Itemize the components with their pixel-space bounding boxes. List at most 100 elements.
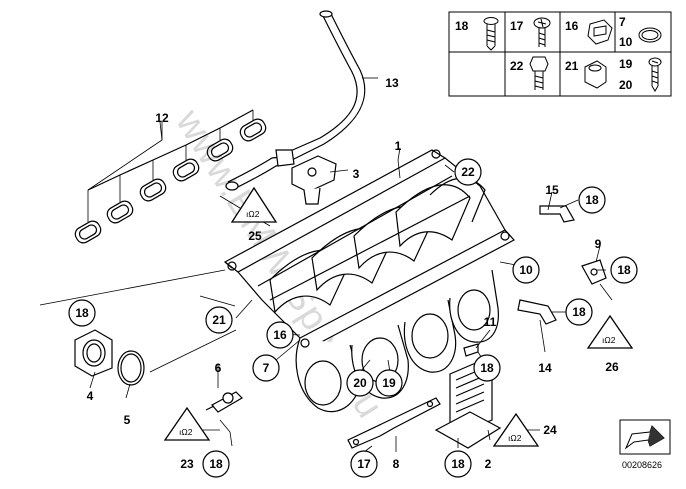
legend-label: 7 <box>619 15 626 29</box>
sensor-icon <box>291 155 337 205</box>
legend-label: 20 <box>619 78 633 92</box>
screw-icon <box>483 17 499 51</box>
callout-circle <box>202 450 230 478</box>
o-ring-icon <box>638 27 662 43</box>
callout-16: 16 <box>266 321 294 349</box>
legend-label: 21 <box>565 59 579 73</box>
callout-10: 10 <box>512 256 540 284</box>
callout-12: 12 <box>155 111 169 125</box>
callout-label: 18 <box>572 305 586 319</box>
legend-label: 22 <box>510 59 524 73</box>
callout-23: 23 <box>180 457 194 471</box>
diagram-id: 00208626 <box>622 460 662 470</box>
callout-15: 15 <box>545 183 559 197</box>
bracket <box>517 205 575 325</box>
nut-icon <box>584 60 607 89</box>
callout-label: 10 <box>519 263 533 277</box>
callout-label: 25 <box>248 229 262 243</box>
callout-circle <box>454 158 482 186</box>
callout-label: 18 <box>209 457 223 471</box>
callout-label: 3 <box>353 167 360 181</box>
callout-8: 8 <box>393 457 400 471</box>
legend-box <box>448 11 672 97</box>
svg-text:ıΩ2: ıΩ2 <box>179 427 193 437</box>
warning-triangle-icon: ıΩ2 <box>586 314 634 349</box>
callout-18: 18 <box>68 299 96 327</box>
callout-label: 8 <box>393 457 400 471</box>
svg-text:ıΩ2: ıΩ2 <box>508 433 522 443</box>
clip-icon <box>587 19 613 45</box>
callout-circle <box>350 450 378 478</box>
callout-label: 21 <box>212 313 226 327</box>
callout-circle <box>610 256 638 284</box>
callout-22: 22 <box>454 158 482 186</box>
callout-18: 18 <box>610 256 638 284</box>
legend-label: 18 <box>455 19 469 33</box>
callout-label: 19 <box>382 376 396 390</box>
callout-label: 18 <box>451 457 465 471</box>
warning-triangle-icon: ıΩ2 <box>230 186 278 223</box>
callout-label: 6 <box>215 361 222 375</box>
callout-1: 1 <box>395 139 402 153</box>
legend-label: 16 <box>565 19 579 33</box>
callout-3: 3 <box>353 167 360 181</box>
callout-label: 4 <box>87 389 94 403</box>
callout-18: 18 <box>578 186 606 214</box>
screw-icon <box>533 17 551 47</box>
callout-14: 14 <box>538 361 552 375</box>
callout-label: 20 <box>353 376 367 390</box>
callout-label: 2 <box>485 457 492 471</box>
callout-label: 23 <box>180 457 194 471</box>
callout-11: 11 <box>484 315 497 329</box>
warning-triangle-icon: ıΩ2 <box>492 412 540 447</box>
warning-triangles: ıΩ2 ıΩ2 ıΩ2 ıΩ2 <box>163 186 634 447</box>
callout-label: 24 <box>543 423 557 437</box>
callout-circle <box>252 354 280 382</box>
callout-circle <box>565 298 593 326</box>
legend-labels: 18 17 16 7 10 22 21 19 20 <box>455 15 633 92</box>
callout-7: 7 <box>252 354 280 382</box>
callout-label: 11 <box>484 315 497 329</box>
callout-circle <box>68 299 96 327</box>
warning-triangle-icon: ıΩ2 <box>163 406 211 441</box>
callout-18: 18 <box>473 354 501 382</box>
callout-label: 18 <box>585 193 599 207</box>
callout-5: 5 <box>124 413 131 427</box>
screw-icon <box>648 57 662 92</box>
flange-seal <box>74 329 145 386</box>
callout-18: 18 <box>444 450 472 478</box>
callout-2: 2 <box>485 457 492 471</box>
callout-circle <box>578 186 606 214</box>
callout-label: 22 <box>461 165 475 179</box>
callout-label: 12 <box>155 111 169 125</box>
callout-17: 17 <box>350 450 378 478</box>
callout-circle <box>266 321 294 349</box>
callout-label: 14 <box>538 361 552 375</box>
temperature-sensor <box>205 391 243 413</box>
legend-label: 19 <box>619 57 633 71</box>
callout-circle <box>346 369 374 397</box>
callout-label: 13 <box>385 76 399 90</box>
callout-24: 24 <box>543 423 557 437</box>
callout-18: 18 <box>565 298 593 326</box>
callout-label: 17 <box>357 457 371 471</box>
callout-6: 6 <box>215 361 222 375</box>
clip-icon <box>463 343 479 357</box>
callout-4: 4 <box>87 389 94 403</box>
callout-circle <box>375 369 403 397</box>
callout-19: 19 <box>375 369 403 397</box>
svg-text:ıΩ2: ıΩ2 <box>602 335 616 345</box>
callout-26: 26 <box>605 360 619 374</box>
legend-label: 10 <box>619 35 633 49</box>
callout-label: 1 <box>395 139 402 153</box>
callout-label: 26 <box>605 360 619 374</box>
sensor-icon <box>581 259 607 285</box>
callout-13: 13 <box>385 76 399 90</box>
callout-label: 9 <box>595 237 602 251</box>
callout-20: 20 <box>346 369 374 397</box>
callout-21: 21 <box>205 306 233 334</box>
callout-18: 18 <box>202 450 230 478</box>
